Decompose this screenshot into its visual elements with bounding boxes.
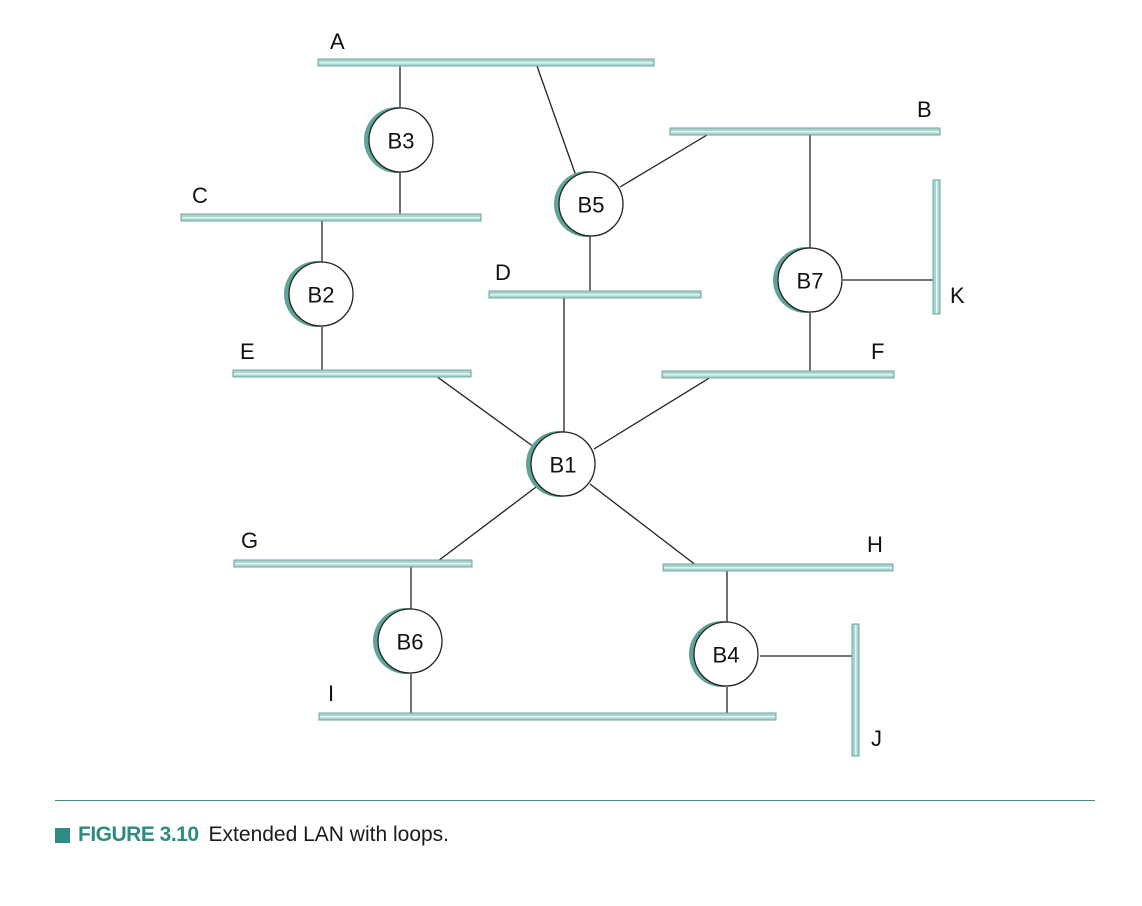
bridge-b4: B4 bbox=[689, 621, 759, 687]
lan-labels: A B C D E F G H I J K bbox=[192, 29, 965, 751]
bridge-b5-label: B5 bbox=[578, 193, 605, 218]
figure-number: FIGURE 3.10 bbox=[78, 823, 199, 846]
bridge-b2: B2 bbox=[284, 261, 354, 327]
bridge-b7-label: B7 bbox=[797, 269, 824, 294]
lan-f-bar bbox=[661, 370, 895, 379]
bridge-b1: B1 bbox=[526, 431, 596, 497]
lan-h-bar bbox=[662, 563, 894, 572]
lan-f-label: F bbox=[871, 339, 884, 364]
link-b5-b bbox=[619, 134, 708, 188]
lan-d-bar bbox=[488, 290, 702, 299]
lan-e-label: E bbox=[240, 339, 255, 364]
bridge-b6-label: B6 bbox=[397, 630, 424, 655]
lan-d-label: D bbox=[495, 260, 511, 285]
lan-a-bar bbox=[317, 58, 655, 67]
bridge-b5: B5 bbox=[554, 171, 624, 237]
lan-g-bar bbox=[233, 559, 473, 568]
lan-g-label: G bbox=[241, 528, 258, 553]
link-f-b1 bbox=[593, 376, 712, 450]
bridge-b6: B6 bbox=[373, 608, 443, 674]
lan-b-bar bbox=[669, 127, 941, 136]
bridge-b3-label: B3 bbox=[388, 129, 415, 154]
link-b1-h bbox=[589, 483, 698, 567]
bridge-b4-label: B4 bbox=[713, 643, 740, 668]
bridge-b2-label: B2 bbox=[308, 283, 335, 308]
caption-square-icon bbox=[55, 827, 70, 843]
caption-text: Extended LAN with loops. bbox=[208, 823, 450, 846]
lan-i-label: I bbox=[328, 681, 334, 706]
lan-c-bar bbox=[180, 213, 482, 222]
lan-i-bar bbox=[318, 712, 777, 721]
lan-k-label: K bbox=[950, 283, 965, 308]
link-a-b5 bbox=[536, 65, 577, 177]
figure-caption: FIGURE 3.10 Extended LAN with loops. bbox=[55, 823, 449, 847]
lan-a-label: A bbox=[330, 29, 345, 54]
lan-j-bar bbox=[851, 623, 860, 757]
links bbox=[321, 65, 936, 714]
lan-k-bar bbox=[932, 179, 941, 315]
bridge-b1-label: B1 bbox=[550, 453, 577, 478]
lan-j-label: J bbox=[871, 726, 882, 751]
link-e-b1 bbox=[435, 375, 535, 448]
lan-e-bar bbox=[232, 369, 472, 378]
bridge-b3: B3 bbox=[364, 107, 434, 173]
lan-c-label: C bbox=[192, 183, 208, 208]
lan-b-label: B bbox=[917, 97, 932, 122]
caption-divider bbox=[55, 800, 1095, 801]
bridge-b7: B7 bbox=[773, 247, 843, 313]
bridges: B3 B5 B2 B7 B1 B6 B4 bbox=[284, 107, 843, 687]
lan-segments bbox=[180, 58, 941, 757]
link-b1-g bbox=[437, 483, 541, 562]
lan-h-label: H bbox=[867, 532, 883, 557]
